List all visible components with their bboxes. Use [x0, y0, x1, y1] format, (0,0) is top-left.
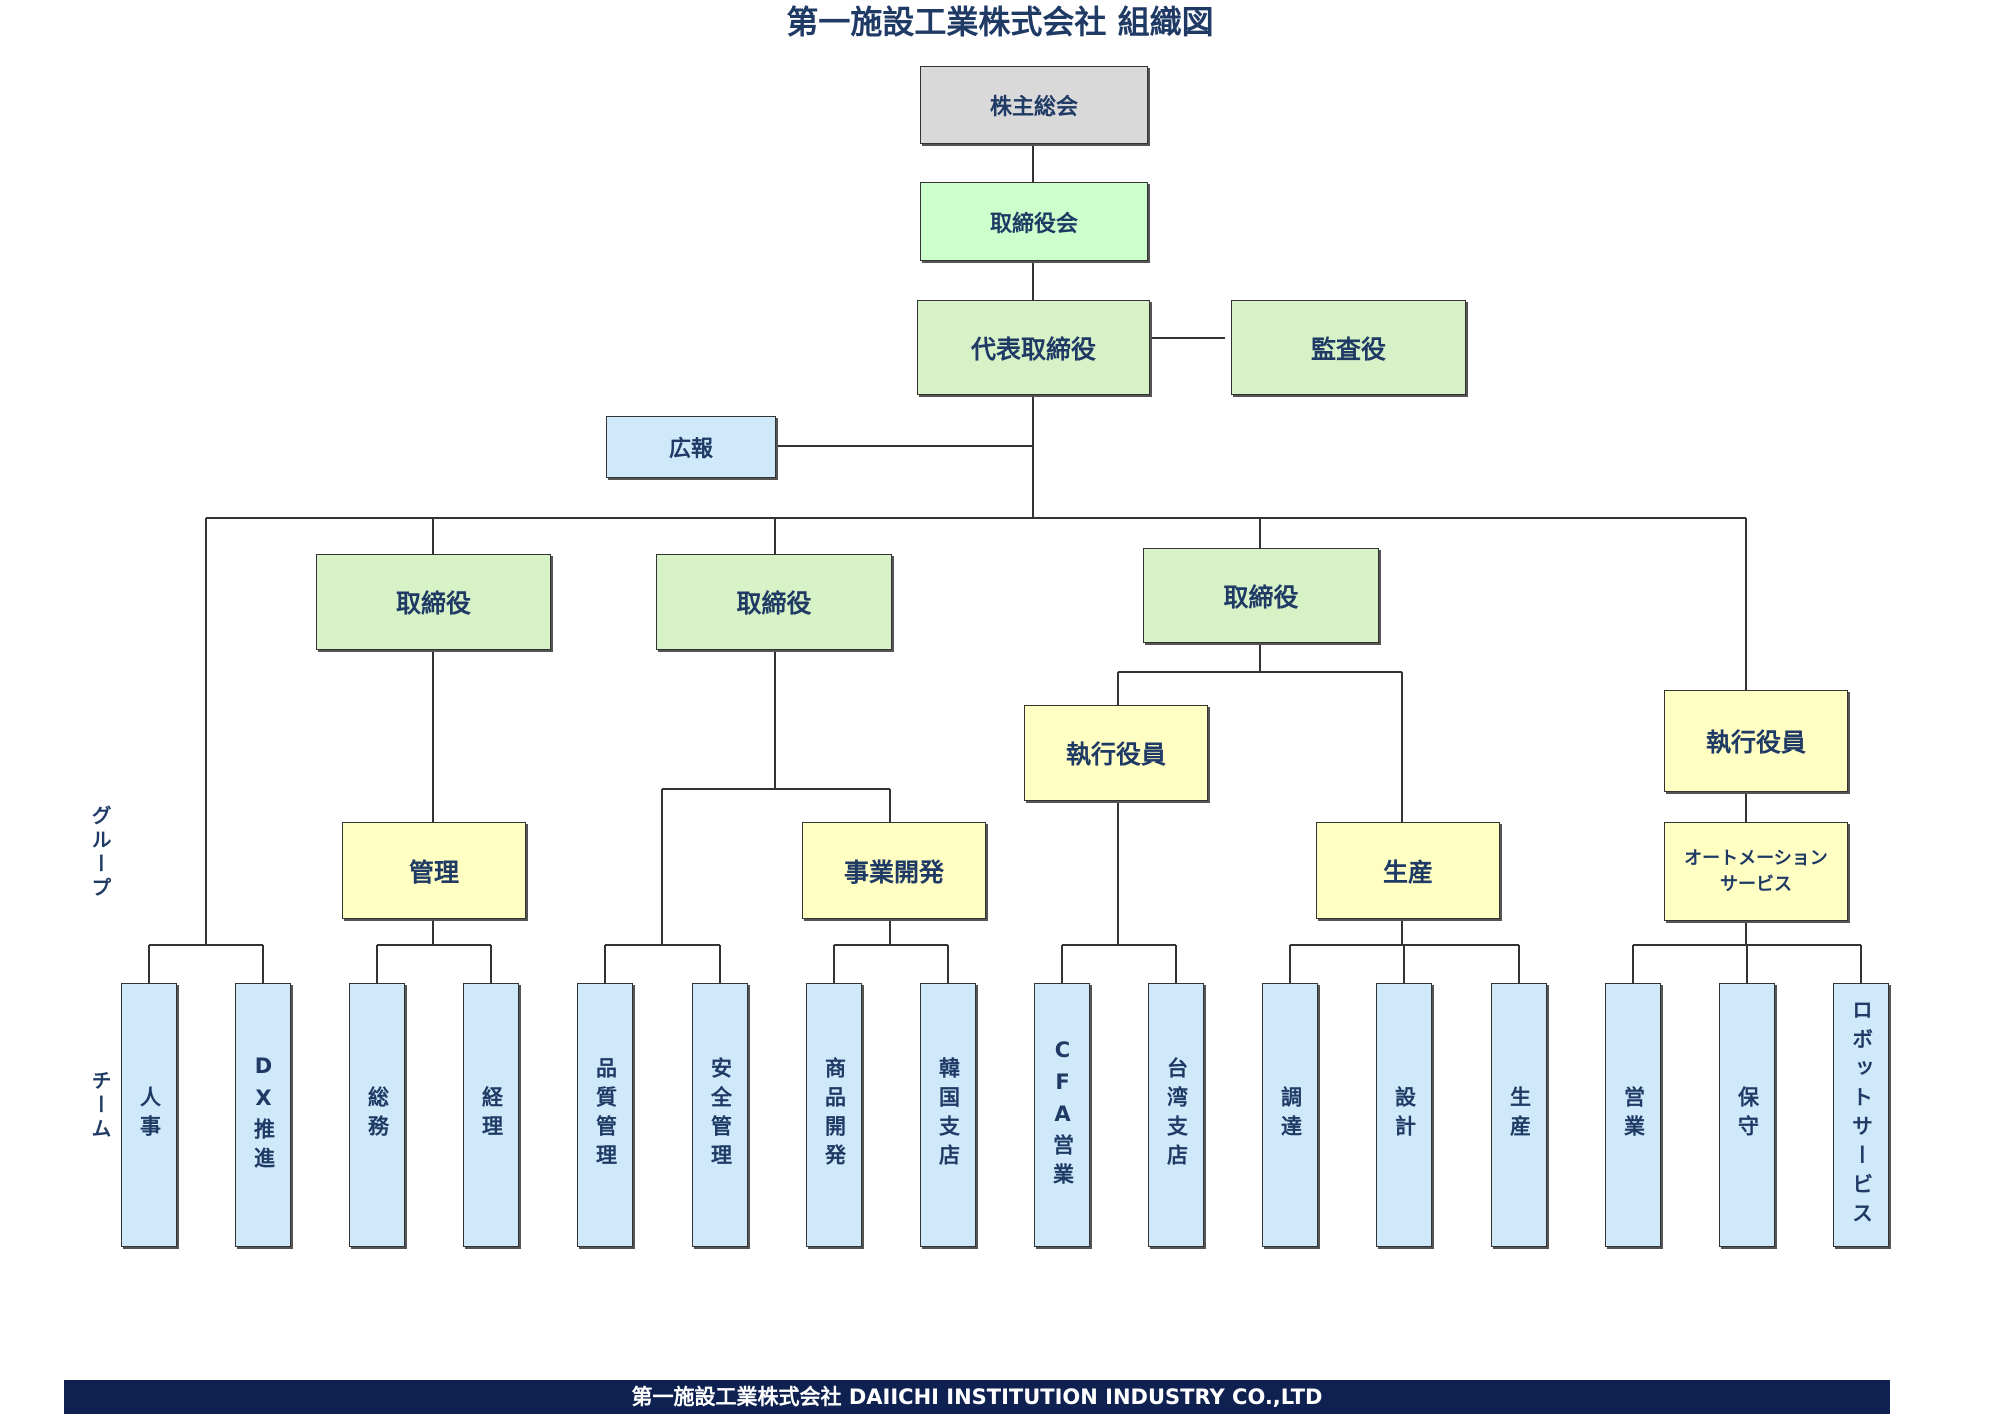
node-label: 取締役会	[989, 211, 1078, 237]
team-box[interactable]: 韓国支店	[920, 983, 976, 1247]
group-label: 生産	[1382, 857, 1433, 887]
team-box[interactable]: 生産	[1491, 983, 1547, 1247]
auditor-box[interactable]: 監査役	[1231, 300, 1466, 395]
team-label: 韓国支店	[936, 1057, 961, 1173]
footer-bar: 第一施設工業株式会社 DAIICHI INSTITUTION INDUSTRY …	[64, 1380, 1890, 1414]
group-side-label: グループ	[88, 805, 112, 901]
team-box[interactable]: DX推進	[235, 983, 291, 1247]
team-label: 商品開発	[822, 1057, 847, 1173]
team-box[interactable]: 商品開発	[806, 983, 862, 1247]
team-label: DX推進	[251, 1054, 276, 1176]
executive-box-2[interactable]: 執行役員	[1664, 690, 1848, 792]
team-box[interactable]: 品質管理	[577, 983, 633, 1247]
team-box[interactable]: 調達	[1262, 983, 1318, 1247]
team-box[interactable]: CFA営業	[1034, 983, 1090, 1247]
team-label: 保守	[1735, 1086, 1760, 1144]
team-label: 営業	[1621, 1086, 1646, 1144]
team-label: 安全管理	[708, 1057, 733, 1173]
pr-box[interactable]: 広報	[606, 416, 776, 478]
team-side-label: チーム	[88, 1070, 112, 1142]
page-title: 第一施設工業株式会社 組織図	[786, 3, 1214, 41]
node-label: 取締役	[395, 589, 471, 618]
team-label: CFA営業	[1050, 1038, 1075, 1192]
team-label: 調達	[1278, 1086, 1303, 1144]
ceo-box[interactable]: 代表取締役	[917, 300, 1150, 395]
node-label: 株主総会	[989, 95, 1078, 120]
group-box-bizdev[interactable]: 事業開発	[802, 822, 986, 919]
team-label: 人事	[137, 1086, 162, 1144]
team-box[interactable]: 営業	[1605, 983, 1661, 1247]
group-label: 事業開発	[843, 857, 944, 887]
team-box[interactable]: ロボットサービス	[1833, 983, 1889, 1247]
group-label: オートメーション サービス	[1684, 847, 1828, 895]
team-box[interactable]: 安全管理	[692, 983, 748, 1247]
group-box-production[interactable]: 生産	[1316, 822, 1500, 919]
shareholders-meeting-box[interactable]: 株主総会	[920, 66, 1148, 144]
team-label: 台湾支店	[1164, 1057, 1189, 1173]
team-label: 品質管理	[593, 1057, 618, 1173]
board-box[interactable]: 取締役会	[920, 182, 1148, 261]
group-box-automation[interactable]: オートメーション サービス	[1664, 822, 1848, 921]
director-box-1[interactable]: 取締役	[316, 554, 551, 650]
team-box[interactable]: 設計	[1376, 983, 1432, 1247]
node-label: 執行役員	[1705, 728, 1806, 757]
team-label: 総務	[365, 1086, 390, 1144]
team-label: 経理	[479, 1086, 504, 1144]
node-label: 広報	[668, 437, 713, 462]
node-label: 執行役員	[1065, 740, 1166, 769]
team-box[interactable]: 人事	[121, 983, 177, 1247]
team-label: ロボットサービス	[1849, 999, 1874, 1231]
node-label: 監査役	[1310, 334, 1386, 364]
team-label: 生産	[1507, 1086, 1532, 1144]
director-box-3[interactable]: 取締役	[1143, 548, 1379, 643]
team-box[interactable]: 保守	[1719, 983, 1775, 1247]
node-label: 取締役	[1223, 582, 1299, 612]
team-box[interactable]: 総務	[349, 983, 405, 1247]
team-label: 設計	[1392, 1086, 1417, 1144]
group-label: 管理	[408, 857, 459, 887]
executive-box-1[interactable]: 執行役員	[1024, 705, 1208, 801]
node-label: 取締役	[736, 589, 812, 618]
team-box[interactable]: 台湾支店	[1148, 983, 1204, 1247]
director-box-2[interactable]: 取締役	[656, 554, 892, 650]
node-label: 代表取締役	[970, 334, 1096, 364]
team-box[interactable]: 経理	[463, 983, 519, 1247]
group-box-admin[interactable]: 管理	[342, 822, 526, 919]
